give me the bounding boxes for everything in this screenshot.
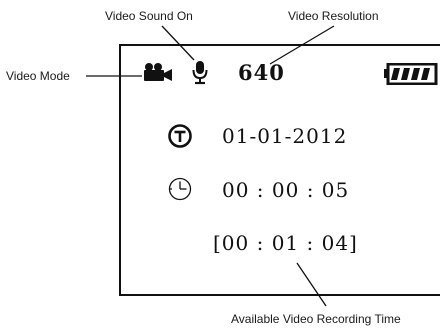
- leader-available-time: [296, 262, 327, 307]
- battery-full-icon: [384, 63, 438, 85]
- available-recording-time-label: Available Video Recording Time: [231, 312, 401, 326]
- camera-lcd-screen: [119, 44, 440, 296]
- clock-icon: [168, 177, 192, 201]
- video-camera-icon: [144, 63, 172, 81]
- microphone-icon: [192, 61, 208, 85]
- date-value: 01-01-2012: [222, 124, 348, 148]
- video-mode-label: Video Mode: [6, 69, 70, 83]
- available-recording-time-value: [00 : 01 : 04]: [213, 231, 358, 255]
- video-resolution-label: Video Resolution: [288, 9, 379, 23]
- video-resolution-value: 640: [238, 60, 285, 85]
- elapsed-recording-time: 00 : 00 : 05: [222, 178, 350, 202]
- date-stamp-icon: [168, 124, 192, 148]
- leader-video-sound: [161, 25, 195, 61]
- video-sound-on-label: Video Sound On: [105, 9, 193, 23]
